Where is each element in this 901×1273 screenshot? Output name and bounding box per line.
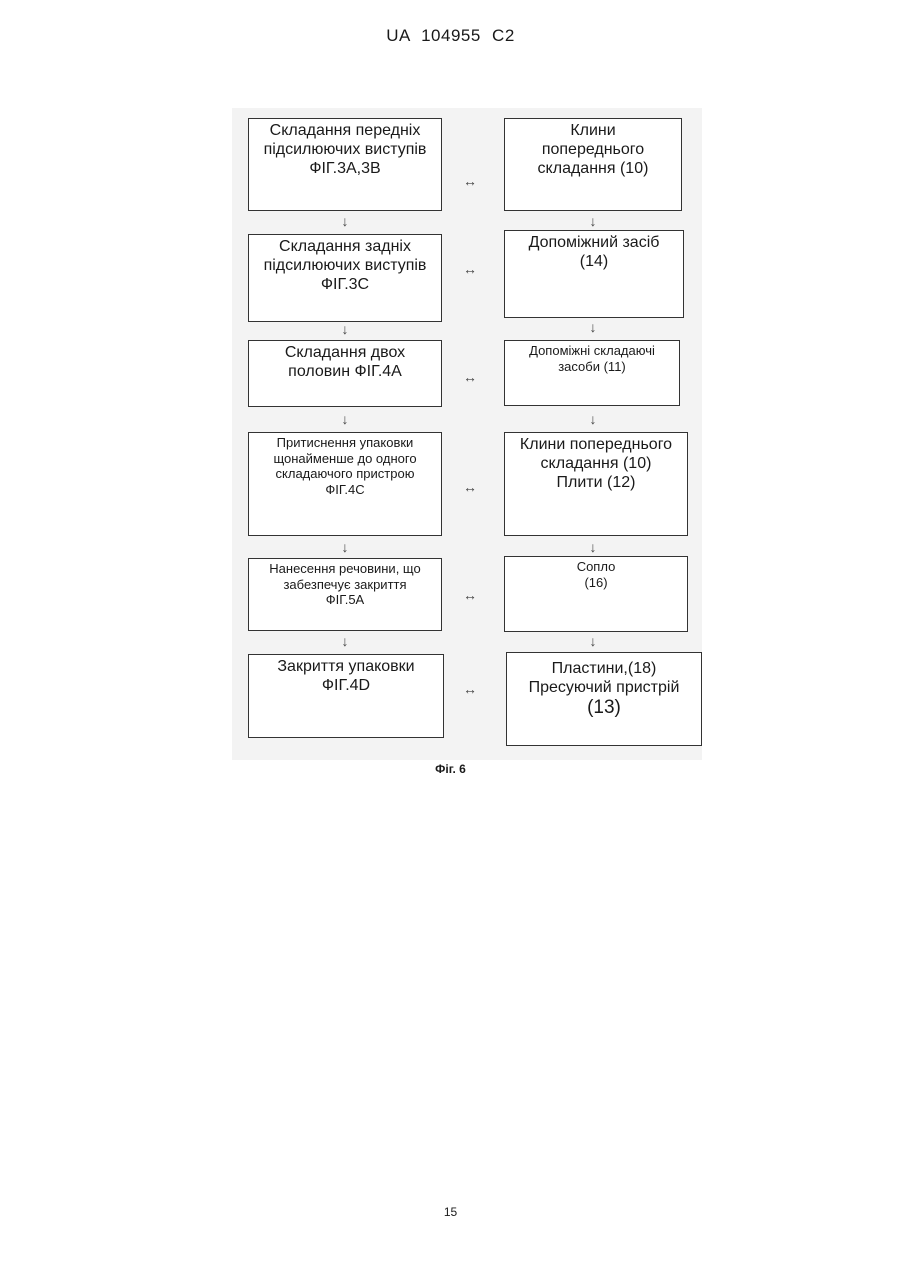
bidirectional-arrow-1: ↔ xyxy=(463,174,477,188)
left-box-4: Притиснення упаковки щонайменше до одног… xyxy=(248,432,442,536)
left-box-3-line: Складання двох xyxy=(249,343,441,362)
left-box-1-line: підсилюючих виступів xyxy=(249,140,441,159)
down-arrow-left-3: ↓ xyxy=(342,412,349,426)
bidirectional-arrow-3: ↔ xyxy=(463,370,477,384)
left-box-3-line: половин ФІГ.4А xyxy=(249,362,441,381)
right-box-1-line: Клини xyxy=(505,121,681,140)
right-box-5-line: Сопло xyxy=(505,559,687,575)
document-header: UA 104955 C2 xyxy=(0,26,901,46)
left-box-1-line: ФІГ.3А,3В xyxy=(249,159,441,178)
down-arrow-left-1: ↓ xyxy=(342,214,349,228)
left-box-4-line: складаючого пристрою xyxy=(249,466,441,482)
left-box-2-line: підсилюючих виступів xyxy=(249,256,441,275)
bidirectional-arrow-6: ↔ xyxy=(463,682,477,696)
right-box-1-line: складання (10) xyxy=(505,159,681,178)
down-arrow-left-5: ↓ xyxy=(342,634,349,648)
left-box-5-line: ФІГ.5А xyxy=(249,592,441,608)
figure-caption: Фіг. 6 xyxy=(0,762,901,776)
left-box-1: Складання передніх підсилюючих виступів … xyxy=(248,118,442,211)
right-box-4-line: Клини попереднього xyxy=(505,435,687,454)
flowchart-figure: Складання передніх підсилюючих виступів … xyxy=(232,108,702,760)
down-arrow-right-4: ↓ xyxy=(590,540,597,554)
right-box-4-line: складання (10) xyxy=(505,454,687,473)
right-box-2: Допоміжний засіб (14) xyxy=(504,230,684,318)
right-box-6-line: Пластини,(18) xyxy=(507,659,701,678)
right-box-6-line: Пресуючий пристрій xyxy=(507,678,701,697)
left-box-6-line: Закриття упаковки xyxy=(249,657,443,676)
left-box-5-line: забезпечує закриття xyxy=(249,577,441,593)
bidirectional-arrow-4: ↔ xyxy=(463,480,477,494)
page-number: 15 xyxy=(0,1205,901,1219)
left-box-4-line: щонайменше до одного xyxy=(249,451,441,467)
right-box-5-line: (16) xyxy=(505,575,687,591)
right-box-1-line: попереднього xyxy=(505,140,681,159)
right-box-3: Допоміжні складаючі засоби (11) xyxy=(504,340,680,406)
right-box-1: Клини попереднього складання (10) xyxy=(504,118,682,211)
left-box-6-line: ФІГ.4D xyxy=(249,676,443,695)
down-arrow-right-5: ↓ xyxy=(590,634,597,648)
right-box-6-line: (13) xyxy=(507,697,701,720)
left-box-5-line: Нанесення речовини, що xyxy=(249,561,441,577)
left-box-1-line: Складання передніх xyxy=(249,121,441,140)
down-arrow-left-4: ↓ xyxy=(342,540,349,554)
down-arrow-left-2: ↓ xyxy=(342,322,349,336)
left-box-3: Складання двох половин ФІГ.4А xyxy=(248,340,442,407)
right-box-3-line: Допоміжні складаючі xyxy=(505,343,679,359)
left-box-4-line: Притиснення упаковки xyxy=(249,435,441,451)
down-arrow-right-2: ↓ xyxy=(590,320,597,334)
down-arrow-right-3: ↓ xyxy=(590,412,597,426)
left-box-2: Складання задніх підсилюючих виступів ФІ… xyxy=(248,234,442,322)
left-box-2-line: Складання задніх xyxy=(249,237,441,256)
left-box-2-line: ФІГ.3С xyxy=(249,275,441,294)
right-box-4: Клини попереднього складання (10) Плити … xyxy=(504,432,688,536)
bidirectional-arrow-5: ↔ xyxy=(463,588,477,602)
left-box-5: Нанесення речовини, що забезпечує закрит… xyxy=(248,558,442,631)
right-box-2-line: Допоміжний засіб xyxy=(505,233,683,252)
right-box-4-line: Плити (12) xyxy=(505,473,687,492)
left-box-4-line: ФІГ.4С xyxy=(249,482,441,498)
right-box-6: Пластини,(18) Пресуючий пристрій (13) xyxy=(506,652,702,746)
right-box-5: Сопло (16) xyxy=(504,556,688,632)
left-box-6: Закриття упаковки ФІГ.4D xyxy=(248,654,444,738)
right-box-3-line: засоби (11) xyxy=(505,359,679,375)
right-box-2-line: (14) xyxy=(505,252,683,271)
down-arrow-right-1: ↓ xyxy=(590,214,597,228)
bidirectional-arrow-2: ↔ xyxy=(463,262,477,276)
